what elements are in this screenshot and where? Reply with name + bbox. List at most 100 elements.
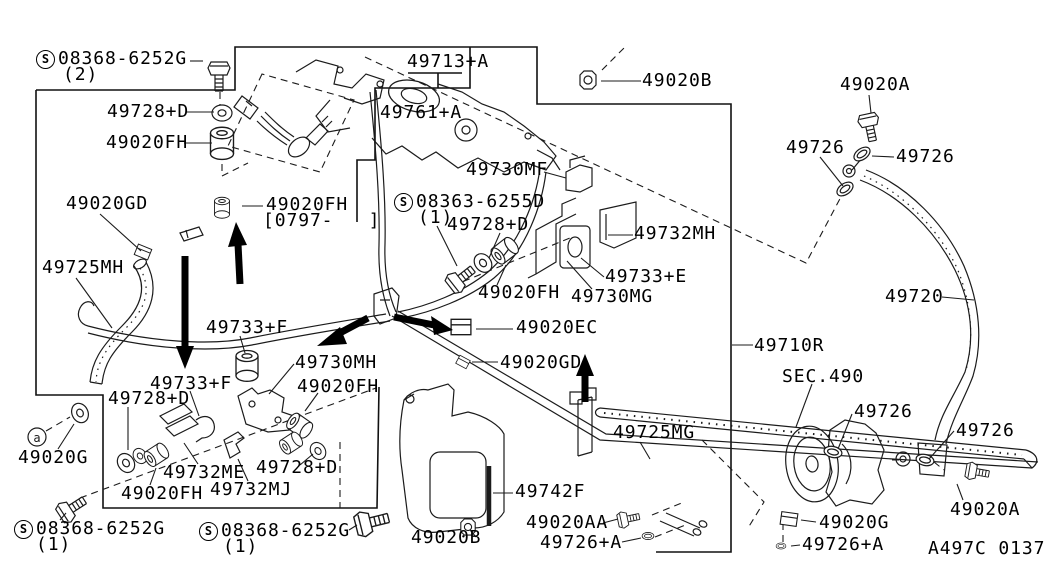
part-number-text: 49742F [515,481,586,502]
part-number-text: 49726+A [540,532,623,553]
part-label: 49726 [854,403,913,421]
part-label-subtext: (1) [223,536,259,557]
part-label: 49020A [840,76,910,94]
circled-s-icon: S [394,192,413,212]
part-number-text: 08368-6252G [58,48,188,69]
part-label: 49733+E [605,266,688,287]
part-label: 49728+D [107,101,190,122]
part-number-text: 49020FH [297,376,380,397]
part-number-text: 49020B [411,527,482,548]
part-label-subtext: (1) [36,534,72,555]
part-label: 49020GD [500,352,583,373]
part-number-text: 49020GD [66,193,149,214]
part-number-text: SEC.490 [782,366,865,387]
part-label: 49730MF [466,159,549,180]
part-label: 49020FH [297,376,380,397]
part-number-text: 49726 [786,137,845,158]
part-number-text: 49726+A [802,534,885,555]
arrow-left-down-icon [317,327,347,346]
fence-lines [35,46,732,553]
part-number-text: 49020FH [266,194,349,215]
part-label: 49732MJ [210,479,293,500]
part-label: A497C 0137 [928,540,1045,558]
circled-s-icon: S [199,521,218,541]
part-number-text: 49733+F [206,317,289,338]
part-number-text: 08368-6252G [36,518,166,539]
arrow-right-icon [431,316,453,335]
part-label: 49730MH [295,352,378,373]
part-label: 49020FH[0797- ] [263,194,381,231]
part-number-text: 49730MG [571,286,654,307]
part-label-subtext: [0797- ] [263,210,381,231]
arrow-up-icon-2 [576,354,594,376]
part-label: 49761+A [380,104,462,122]
part-label: 49020FH [106,132,189,153]
part-number-text: 49732MJ [210,479,293,500]
part-number-text: 49730MF [466,159,549,180]
part-number-text: 49020EC [516,317,599,338]
sec490-pump-sketch [785,419,885,507]
part-number-text: 49732MH [634,223,717,244]
part-label: 49020G [18,447,89,468]
bracket-sketches [158,155,637,459]
part-number-text: 49733+E [605,266,688,287]
part-number-text: 49728+D [107,101,190,122]
part-label-subtext: (1) [418,207,454,228]
part-label: 49020A [950,501,1020,519]
circled-s-icon: S [36,49,55,69]
part-number-text: 49020G [819,512,890,533]
part-label: 49726 [956,420,1015,441]
part-number-text: 49730MH [295,352,378,373]
part-number-text: 49020FH [478,282,561,303]
part-number-text: 49020B [642,70,713,91]
part-number-text: 49732ME [163,462,246,483]
part-number-text: 49020AA [526,512,609,533]
part-label: 49020FH [121,485,203,503]
part-label: 49725MG [613,422,696,443]
hose-49725mh-sketch [89,258,154,385]
part-label: 49728+D [108,390,190,408]
part-number-text: 49725MH [42,257,125,278]
part-number-text: 49733+F [150,373,233,394]
part-label: 49020B [642,70,713,91]
part-label: 49728+D [447,216,529,234]
part-number-text: 49726 [956,420,1015,441]
part-label: 49726+A [540,532,623,553]
part-label: 49726+A [802,534,885,555]
part-label: 49020B [411,527,482,548]
part-label: 49020FH [478,282,561,303]
part-number-text: 49710R [754,335,825,356]
part-label: 49020EC [516,317,599,338]
arrow-down-icon [176,346,194,369]
circled-s-icon: S [14,519,33,539]
part-label: SEC.490 [782,366,865,387]
part-sketches: a [27,59,1039,550]
part-label: 49728+D [256,457,339,478]
part-label: 49020G [819,512,890,533]
part-label: 49710R [754,335,825,356]
part-number-text: 49728+D [256,457,339,478]
part-label: 49713+A [407,51,490,72]
svg-text:a: a [33,431,40,445]
part-label: 49726 [786,137,845,158]
part-number-text: 49020GD [500,352,583,373]
part-number-text: 49713+A [407,51,490,72]
part-label: 49720 [885,288,944,306]
part-number-text: 49725MG [613,422,696,443]
pump-assembly-sketch [233,59,561,173]
part-label: 49733+F [150,373,233,394]
part-label: 49733+F [206,317,289,338]
part-label: 49725MH [42,257,125,278]
part-number-text: 49020G [18,447,89,468]
part-number-text: 08363-6255D [416,191,546,212]
part-label: 49742F [515,481,586,502]
hardware-sketches: a [27,61,991,550]
part-label: 49732MH [634,223,717,244]
part-label: 49726 [896,148,955,166]
part-number-text: 49020FH [106,132,189,153]
part-label: 49020AA [526,512,609,533]
